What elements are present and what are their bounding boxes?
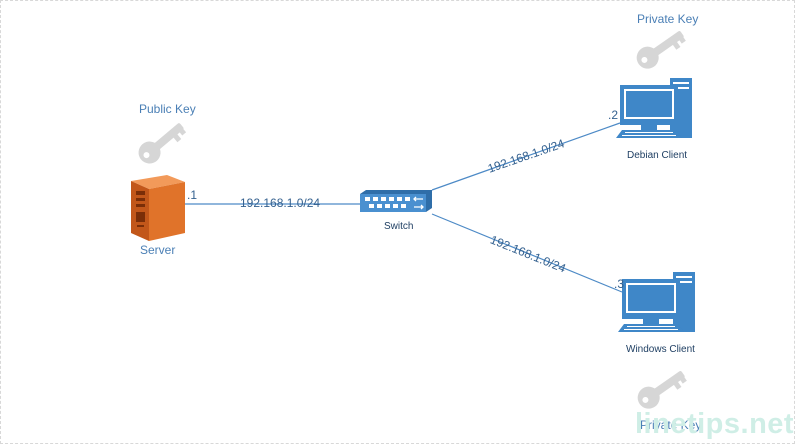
server-host-suffix: .1 — [187, 188, 198, 202]
debian-client-label: Debian Client — [627, 150, 688, 161]
windows-client-label: Windows Client — [626, 344, 695, 355]
windows-host-suffix: .3 — [614, 277, 625, 291]
server-label: Server — [140, 243, 176, 257]
debian-host-suffix: .2 — [608, 108, 619, 122]
link-label-server-switch: 192.168.1.0/24 — [240, 196, 321, 210]
watermark: linetips.net — [635, 408, 795, 440]
key-icon — [637, 371, 687, 409]
key-icon — [636, 31, 686, 69]
windows-key-label: Private Key — [640, 418, 702, 432]
debian-key-label: Private Key — [637, 12, 699, 26]
switch-icon — [360, 190, 432, 212]
computer-icon — [616, 78, 692, 138]
key-icon — [138, 123, 187, 164]
public-key-label: Public Key — [139, 102, 196, 116]
link-switch-debian — [431, 122, 621, 191]
computer-icon — [618, 272, 695, 332]
switch-label: Switch — [384, 221, 414, 232]
link-switch-windows — [431, 213, 623, 293]
server-icon — [131, 175, 185, 241]
